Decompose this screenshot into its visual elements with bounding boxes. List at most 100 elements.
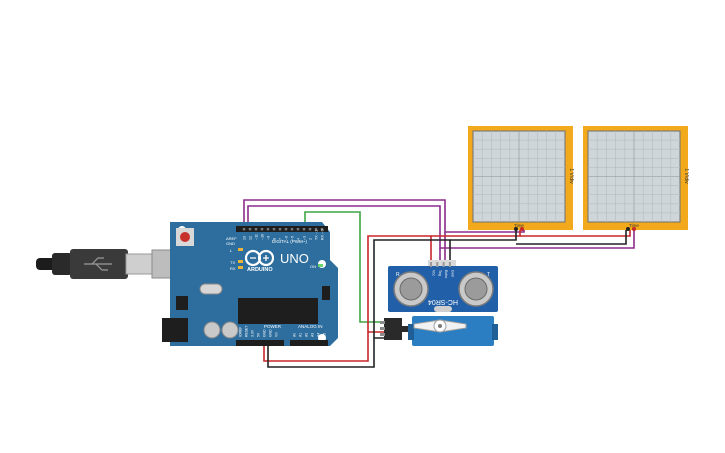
scope-terminal-pos[interactable] — [632, 227, 636, 231]
digital-label: DIGITAL (PWM~) — [272, 239, 307, 244]
crystal — [199, 283, 223, 295]
power-header[interactable] — [236, 340, 284, 346]
wire-black-gnd-servo[interactable] — [267, 337, 384, 368]
digital-pin[interactable] — [308, 228, 312, 231]
digital-header[interactable] — [236, 226, 328, 232]
led-l — [238, 248, 243, 251]
wire-red-sensor-vcc[interactable] — [367, 235, 432, 332]
sensor-model-label: HC-SR04 — [428, 298, 458, 305]
wire-black-scope2[interactable] — [516, 228, 627, 245]
led-rx — [238, 266, 243, 269]
wire-red-scope2[interactable] — [520, 228, 631, 237]
analog-pin-label: A0 — [293, 333, 297, 337]
oscilloscope-2[interactable]: 1 V/div Time — [583, 126, 689, 231]
oscilloscope-1[interactable]: 1 V/div Time — [468, 126, 574, 231]
arduino-logo-icon — [244, 249, 275, 267]
digital-pin-label: ~9 — [267, 236, 271, 240]
oscilloscope-grid — [473, 131, 565, 222]
sensor-pin[interactable] — [436, 262, 439, 267]
scope-terminal-neg[interactable] — [514, 227, 518, 231]
scope-terminal-neg[interactable] — [626, 227, 630, 231]
wire-purple-pin12-scope2[interactable] — [247, 205, 635, 249]
usb-cable[interactable] — [36, 249, 175, 279]
digital-pin-label: TX→1 — [315, 230, 319, 240]
gnd-label: GND — [226, 241, 235, 246]
arduino-model-label: UNO — [280, 251, 309, 266]
sensor-pin-label: Vcc — [432, 270, 436, 276]
oscilloscope-side-label: 1 V/div — [568, 168, 574, 184]
digital-pin[interactable] — [314, 228, 318, 231]
digital-pin-label: ~3 — [303, 236, 307, 240]
digital-pin[interactable] — [266, 228, 270, 231]
sensor-pin-label: Echo — [444, 270, 448, 278]
power-jack[interactable] — [162, 318, 188, 342]
power-pin-label: Vin — [275, 332, 279, 337]
sensor-mark-right: T — [487, 272, 490, 278]
digital-pin[interactable] — [320, 228, 324, 231]
digital-pin-label: ~6 — [285, 236, 289, 240]
digital-pin-label: 2 — [309, 238, 313, 240]
tx-label: TX — [230, 260, 235, 265]
oscilloscope-grid — [588, 131, 680, 222]
digital-pin-label: ~5 — [291, 236, 295, 240]
digital-pin[interactable] — [284, 228, 288, 231]
digital-pin[interactable] — [278, 228, 282, 231]
power-pin-label: 3.3V — [251, 329, 255, 337]
oscilloscope-side-label: 1 V/div — [683, 168, 689, 184]
power-pin-label: IOREF — [239, 327, 243, 337]
scope-terminal-pos[interactable] — [520, 227, 524, 231]
digital-pin-label: 8 — [273, 238, 277, 240]
power-pin-label: GND — [263, 329, 267, 337]
sensor-mark-left: R — [396, 272, 400, 278]
digital-pin[interactable] — [272, 228, 276, 231]
analog-pin-label: A5 — [323, 333, 327, 337]
led-on — [318, 264, 323, 267]
l-label: L — [230, 248, 233, 253]
wire-black-scope1[interactable] — [450, 228, 517, 241]
analog-pin-label: A1 — [299, 333, 303, 337]
power-pin-label: GND — [269, 329, 273, 337]
servo-motor[interactable] — [380, 316, 498, 346]
wire-purple-pin13-scope1[interactable] — [243, 199, 525, 233]
digital-pin-label: 7 — [279, 238, 283, 240]
analog-header[interactable] — [290, 340, 328, 346]
reset-button[interactable] — [176, 228, 194, 246]
sensor-crystal — [434, 306, 452, 312]
servo-horn[interactable] — [413, 319, 467, 333]
digital-pins[interactable] — [242, 228, 324, 231]
transducer-left — [393, 271, 429, 307]
led-tx — [238, 260, 243, 263]
power-pin-label: RESET — [245, 326, 249, 337]
wire-black-sensor-gnd[interactable] — [373, 239, 451, 338]
digital-pin[interactable] — [296, 228, 300, 231]
capacitor — [203, 321, 221, 339]
digital-pin-label: RX←0 — [321, 229, 325, 240]
on-label: ON — [310, 264, 316, 269]
servo-connector[interactable] — [384, 318, 402, 340]
digital-pin[interactable] — [290, 228, 294, 231]
arduino-board[interactable]: ARDUINO UNO DIGITAL (PWM~) POWER ANALOG … — [162, 222, 338, 346]
digital-pin[interactable] — [248, 228, 252, 231]
digital-pin[interactable] — [260, 228, 264, 231]
capacitor — [221, 321, 239, 339]
digital-pin[interactable] — [254, 228, 258, 231]
sensor-pin[interactable] — [430, 262, 432, 267]
sensor-pin[interactable] — [442, 262, 445, 267]
digital-pin[interactable] — [242, 228, 246, 231]
digital-pin-label: ~11 — [255, 234, 259, 240]
transducer-right — [458, 271, 494, 307]
analog-pin-label: A3 — [311, 333, 315, 337]
rx-label: RX — [230, 266, 236, 271]
regulator — [176, 296, 188, 310]
digital-pin-label: ~10 — [261, 234, 265, 240]
digital-pin-label: 13 — [243, 236, 247, 240]
sensor-pin-label: Trig — [438, 270, 442, 276]
digital-pin-label: 12 — [249, 236, 253, 240]
digital-pin[interactable] — [302, 228, 306, 231]
sensor-pin[interactable] — [448, 262, 451, 267]
